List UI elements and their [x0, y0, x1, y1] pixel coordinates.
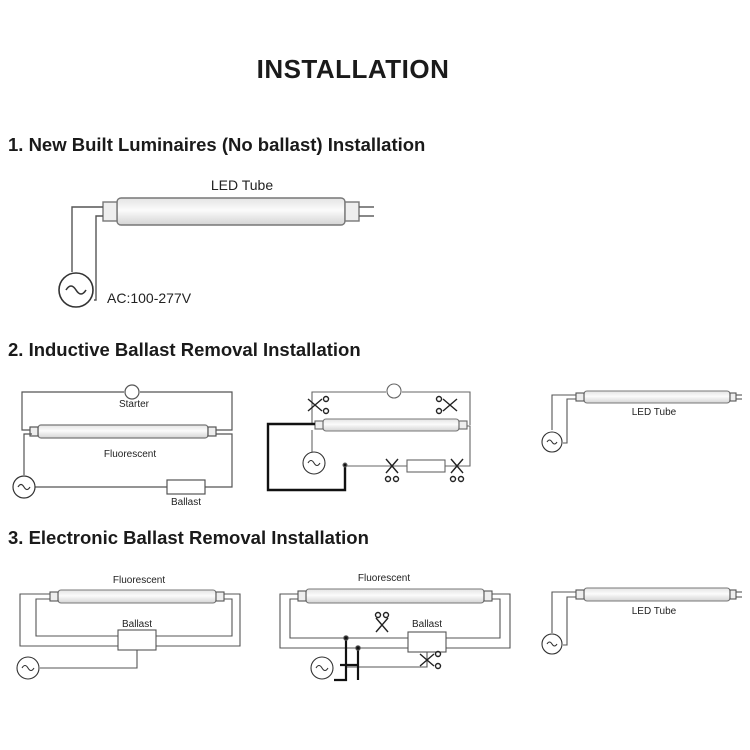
ballast-box: [407, 631, 447, 653]
section-2-heading: 2. Inductive Ballast Removal Installatio…: [8, 339, 361, 360]
ballast-box: [117, 629, 157, 651]
ballast-box: [166, 479, 206, 495]
ac-source-icon: [541, 431, 563, 453]
starter-icon: [124, 384, 140, 400]
page-title: INSTALLATION: [256, 54, 450, 84]
ac-source-icon: [310, 656, 334, 680]
ballast-label: Ballast: [122, 619, 152, 630]
fluorescent-tube: [29, 424, 217, 439]
fluorescent-label: Fluorescent: [358, 573, 410, 584]
scissors-icon: [384, 458, 400, 483]
led-tube: [575, 390, 742, 404]
ac-source-icon: [12, 475, 36, 499]
scissors-icon: [307, 395, 330, 415]
scissors-icon: [374, 611, 390, 633]
electronic-ballast-circuit: Fluorescent Ballast: [16, 575, 241, 680]
inductive-ballast-circuit: Starter Fluorescent Ballast: [12, 384, 233, 508]
ballast-label: Ballast: [171, 497, 201, 508]
wire-left: [71, 206, 103, 272]
ac-source-icon: [16, 656, 40, 680]
voltage-label: AC:100-277V: [107, 290, 192, 306]
section-1-heading: 1. New Built Luminaires (No ballast) Ins…: [8, 134, 426, 155]
led-tube: [575, 587, 742, 602]
ac-source-icon: [541, 633, 563, 655]
scissors-icon: [449, 458, 465, 483]
fluorescent-tube: [49, 589, 225, 604]
led-tube-label: LED Tube: [632, 407, 677, 418]
ballast-box: [406, 459, 446, 473]
starter-label: Starter: [119, 399, 150, 410]
led-tube-label: LED Tube: [211, 177, 273, 193]
fluorescent-tube: [314, 418, 468, 432]
section-1-diagram: LED Tube AC:100-277V: [58, 177, 374, 308]
led-tube-circuit-2: LED Tube: [541, 390, 742, 453]
wire-right: [94, 215, 103, 301]
ballast-label: Ballast: [412, 619, 442, 630]
section-3-heading: 3. Electronic Ballast Removal Installati…: [8, 527, 369, 548]
inductive-rewire-circuit: [266, 383, 471, 492]
heavy-wire: [266, 422, 347, 492]
ac-source-icon: [58, 272, 94, 308]
scissors-icon: [419, 650, 442, 670]
led-tube: [102, 197, 374, 226]
fluorescent-tube: [297, 588, 493, 604]
fluorescent-label: Fluorescent: [113, 575, 165, 586]
ac-source-icon: [302, 451, 326, 475]
led-tube-label: LED Tube: [632, 606, 677, 617]
scissors-icon: [435, 395, 458, 415]
led-tube-circuit-3: LED Tube: [541, 587, 742, 655]
electronic-rewire-circuit: Fluorescent Ballast: [279, 573, 511, 682]
fluorescent-label: Fluorescent: [104, 449, 156, 460]
